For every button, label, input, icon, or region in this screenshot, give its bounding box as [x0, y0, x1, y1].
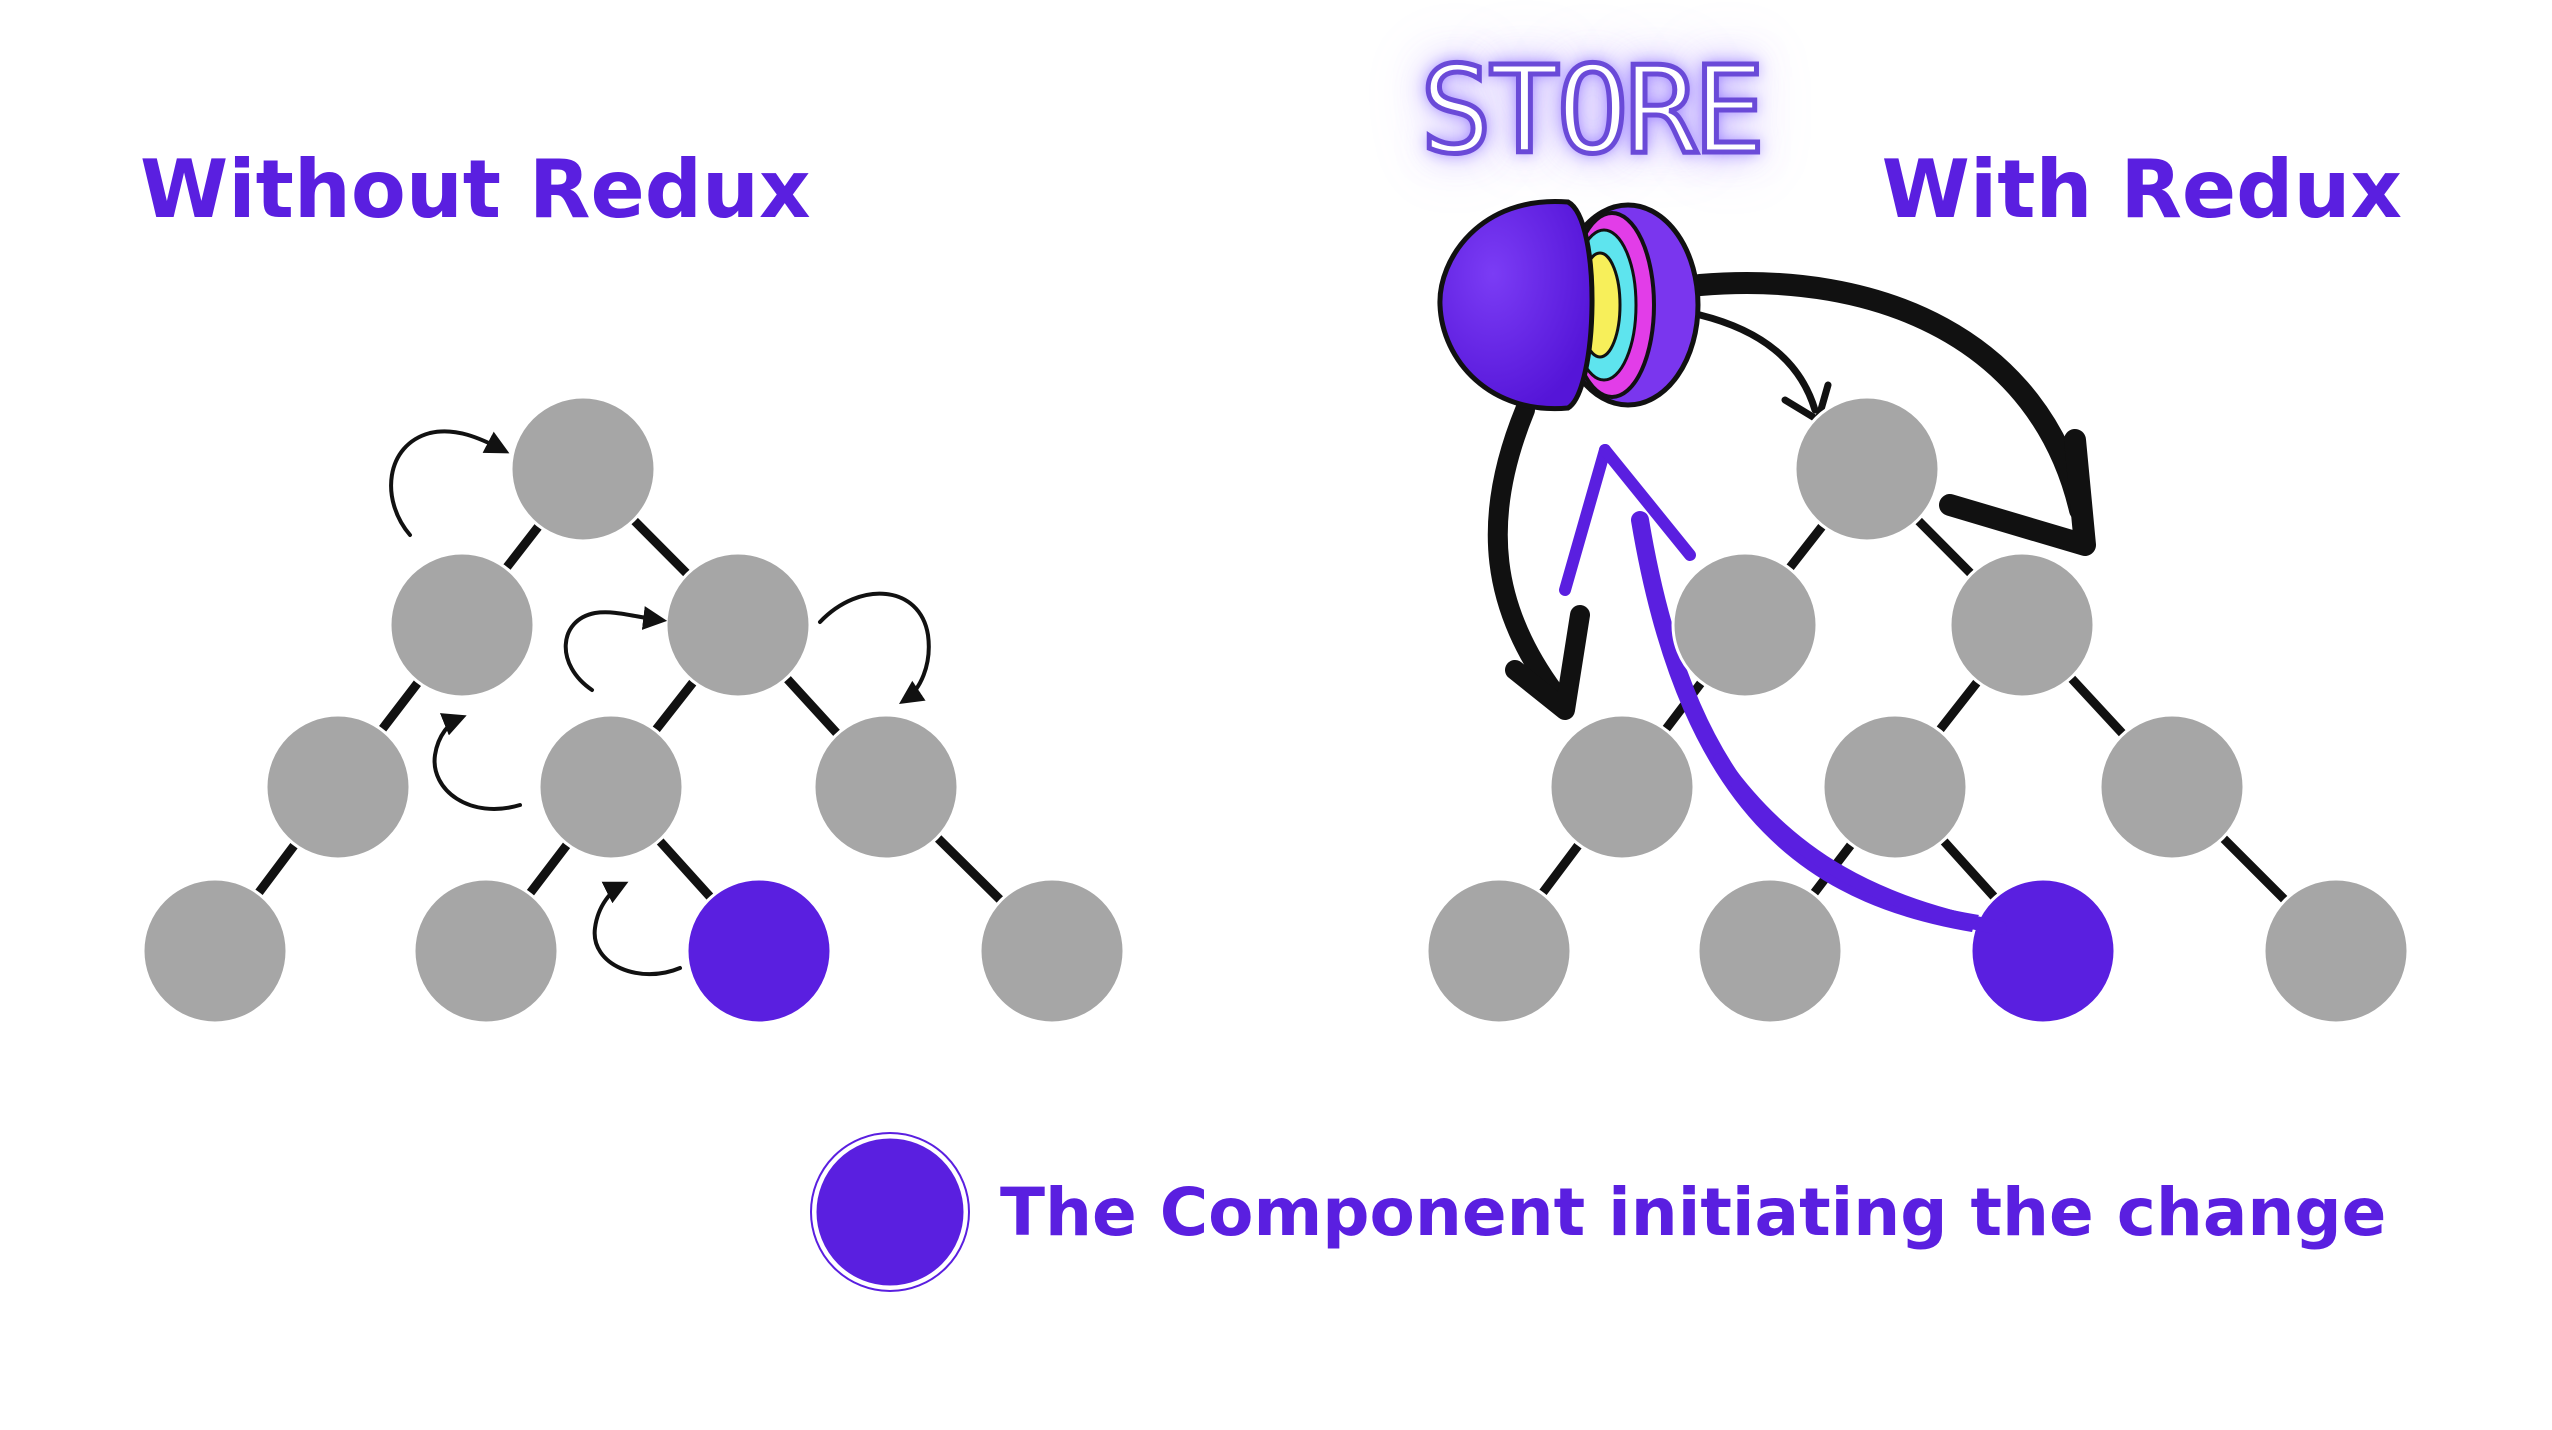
store-to-left-arrow — [1487, 400, 1570, 710]
tree-node — [1948, 551, 2096, 699]
tree-node — [1696, 877, 1844, 1025]
tree-node — [2262, 877, 2410, 1025]
tree-node — [1671, 551, 1819, 699]
arrowhead — [1505, 605, 1590, 720]
tree-node — [141, 877, 289, 1025]
tree-node — [978, 877, 1126, 1025]
tree-node — [537, 713, 685, 861]
store-front-half — [1437, 199, 1595, 412]
legend-swatch — [813, 1135, 967, 1289]
initiating-component-node — [1969, 877, 2117, 1025]
legend-swatch-ring — [810, 1132, 970, 1292]
prop-arrow — [818, 591, 931, 704]
prop-arrow — [389, 429, 510, 537]
legend-label: The Component initiating the change — [1000, 1174, 2387, 1251]
arrowhead-stroke — [1599, 444, 1696, 561]
without-redux-title: Without Redux — [140, 143, 811, 236]
left-prop-arrows — [389, 429, 931, 977]
tree-node — [2098, 713, 2246, 861]
store-to-branch-arrow — [1689, 272, 2091, 521]
prop-arrow — [432, 713, 522, 811]
store-to-root-arrow — [1696, 311, 1819, 414]
left-tree-edges — [210, 464, 1057, 956]
prop-arrow — [592, 881, 682, 977]
right-tree-edges — [1494, 464, 2341, 956]
tree-node — [1793, 395, 1941, 543]
component-to-store-arrow-overlay — [1713, 753, 2007, 935]
arrowhead-stroke — [1559, 444, 1611, 596]
left-tree-nodes — [141, 395, 1126, 1025]
right-tree-nodes — [1425, 395, 2410, 1025]
arrowhead — [1939, 429, 2096, 556]
tree-node — [1425, 877, 1573, 1025]
tree-node — [509, 395, 657, 543]
initiating-component-node — [685, 877, 833, 1025]
tree-node — [388, 551, 536, 699]
with-redux-title: With Redux — [1881, 143, 2402, 236]
tree-node — [1821, 713, 1969, 861]
store-sphere-icon — [1437, 199, 1701, 412]
tree-node — [412, 877, 560, 1025]
tree-node — [664, 551, 812, 699]
tree-node — [264, 713, 412, 861]
tree-node — [812, 713, 960, 861]
store-label: STORE — [1418, 42, 1768, 181]
tree-node — [1548, 713, 1696, 861]
prop-arrow — [563, 606, 668, 692]
